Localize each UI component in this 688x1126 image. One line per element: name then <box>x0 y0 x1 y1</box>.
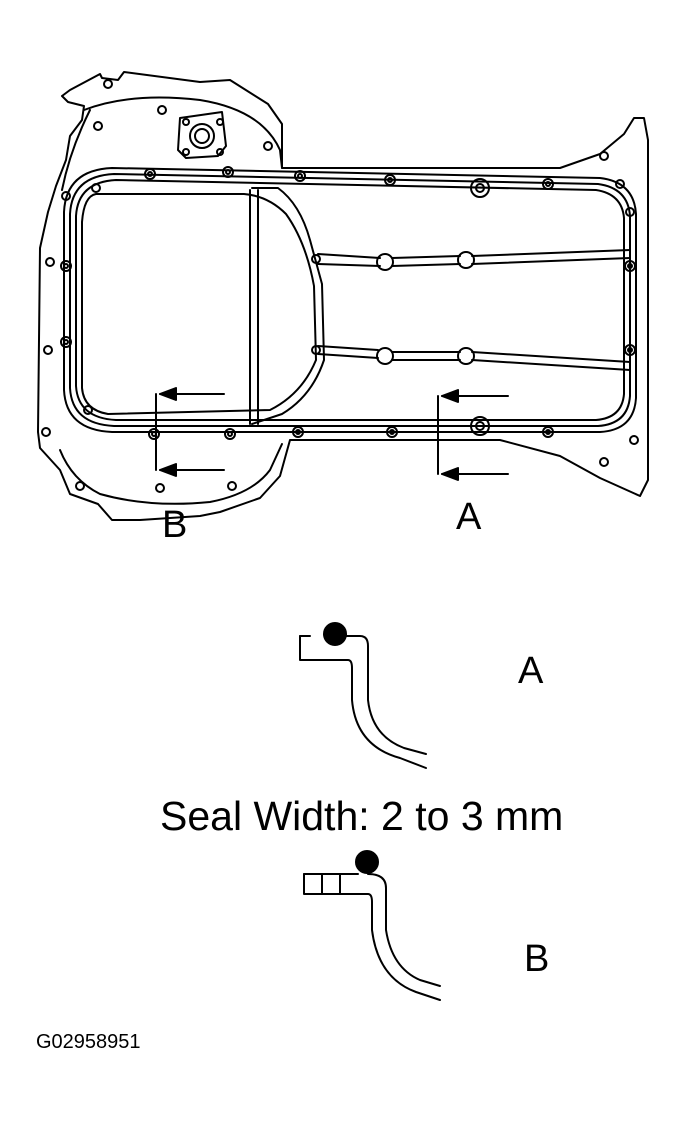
rib-boss <box>376 253 394 271</box>
rib-upper <box>317 249 631 267</box>
section-arrow-b-bottom <box>159 463 177 477</box>
section-arrow-a-top <box>441 389 459 403</box>
section-arrow-a-bottom <box>441 467 459 481</box>
section-cut-a <box>437 395 509 475</box>
rib-boss <box>457 347 475 365</box>
callout-b-main-view: B <box>162 504 188 546</box>
callout-b-detail: B <box>524 938 550 980</box>
mounting-boss <box>177 111 227 159</box>
rib-lower <box>317 345 631 371</box>
housing-bolt-holes <box>41 79 639 493</box>
gasket-groove-inner <box>75 179 625 421</box>
figure-id: G02958951 <box>36 1031 141 1053</box>
callout-a-detail: A <box>518 650 544 692</box>
rib-boss <box>457 251 475 269</box>
mounting-boss-hole <box>189 123 215 149</box>
sealant-bead-a <box>323 622 347 646</box>
mounting-boss-bore <box>194 128 210 144</box>
callout-a-main-view: A <box>456 496 482 538</box>
gasket-groove-outer <box>63 167 637 433</box>
sump-well-outline <box>251 187 325 425</box>
front-cover-lobe-bottom <box>59 443 283 505</box>
flange-bolt-holes <box>60 166 636 440</box>
detail-a-section <box>299 635 427 769</box>
section-arrow-b-top <box>159 387 177 401</box>
sump-well-inner <box>81 193 317 415</box>
front-cover-lobe <box>61 96 283 191</box>
detail-b-section <box>303 873 441 1001</box>
oil-pan-outer-outline <box>37 71 649 521</box>
seal-width-note: Seal Width: 2 to 3 mm <box>160 793 564 839</box>
gasket-groove-middle <box>69 173 631 427</box>
rib-boss <box>376 347 394 365</box>
sealant-bead-b <box>355 850 379 874</box>
